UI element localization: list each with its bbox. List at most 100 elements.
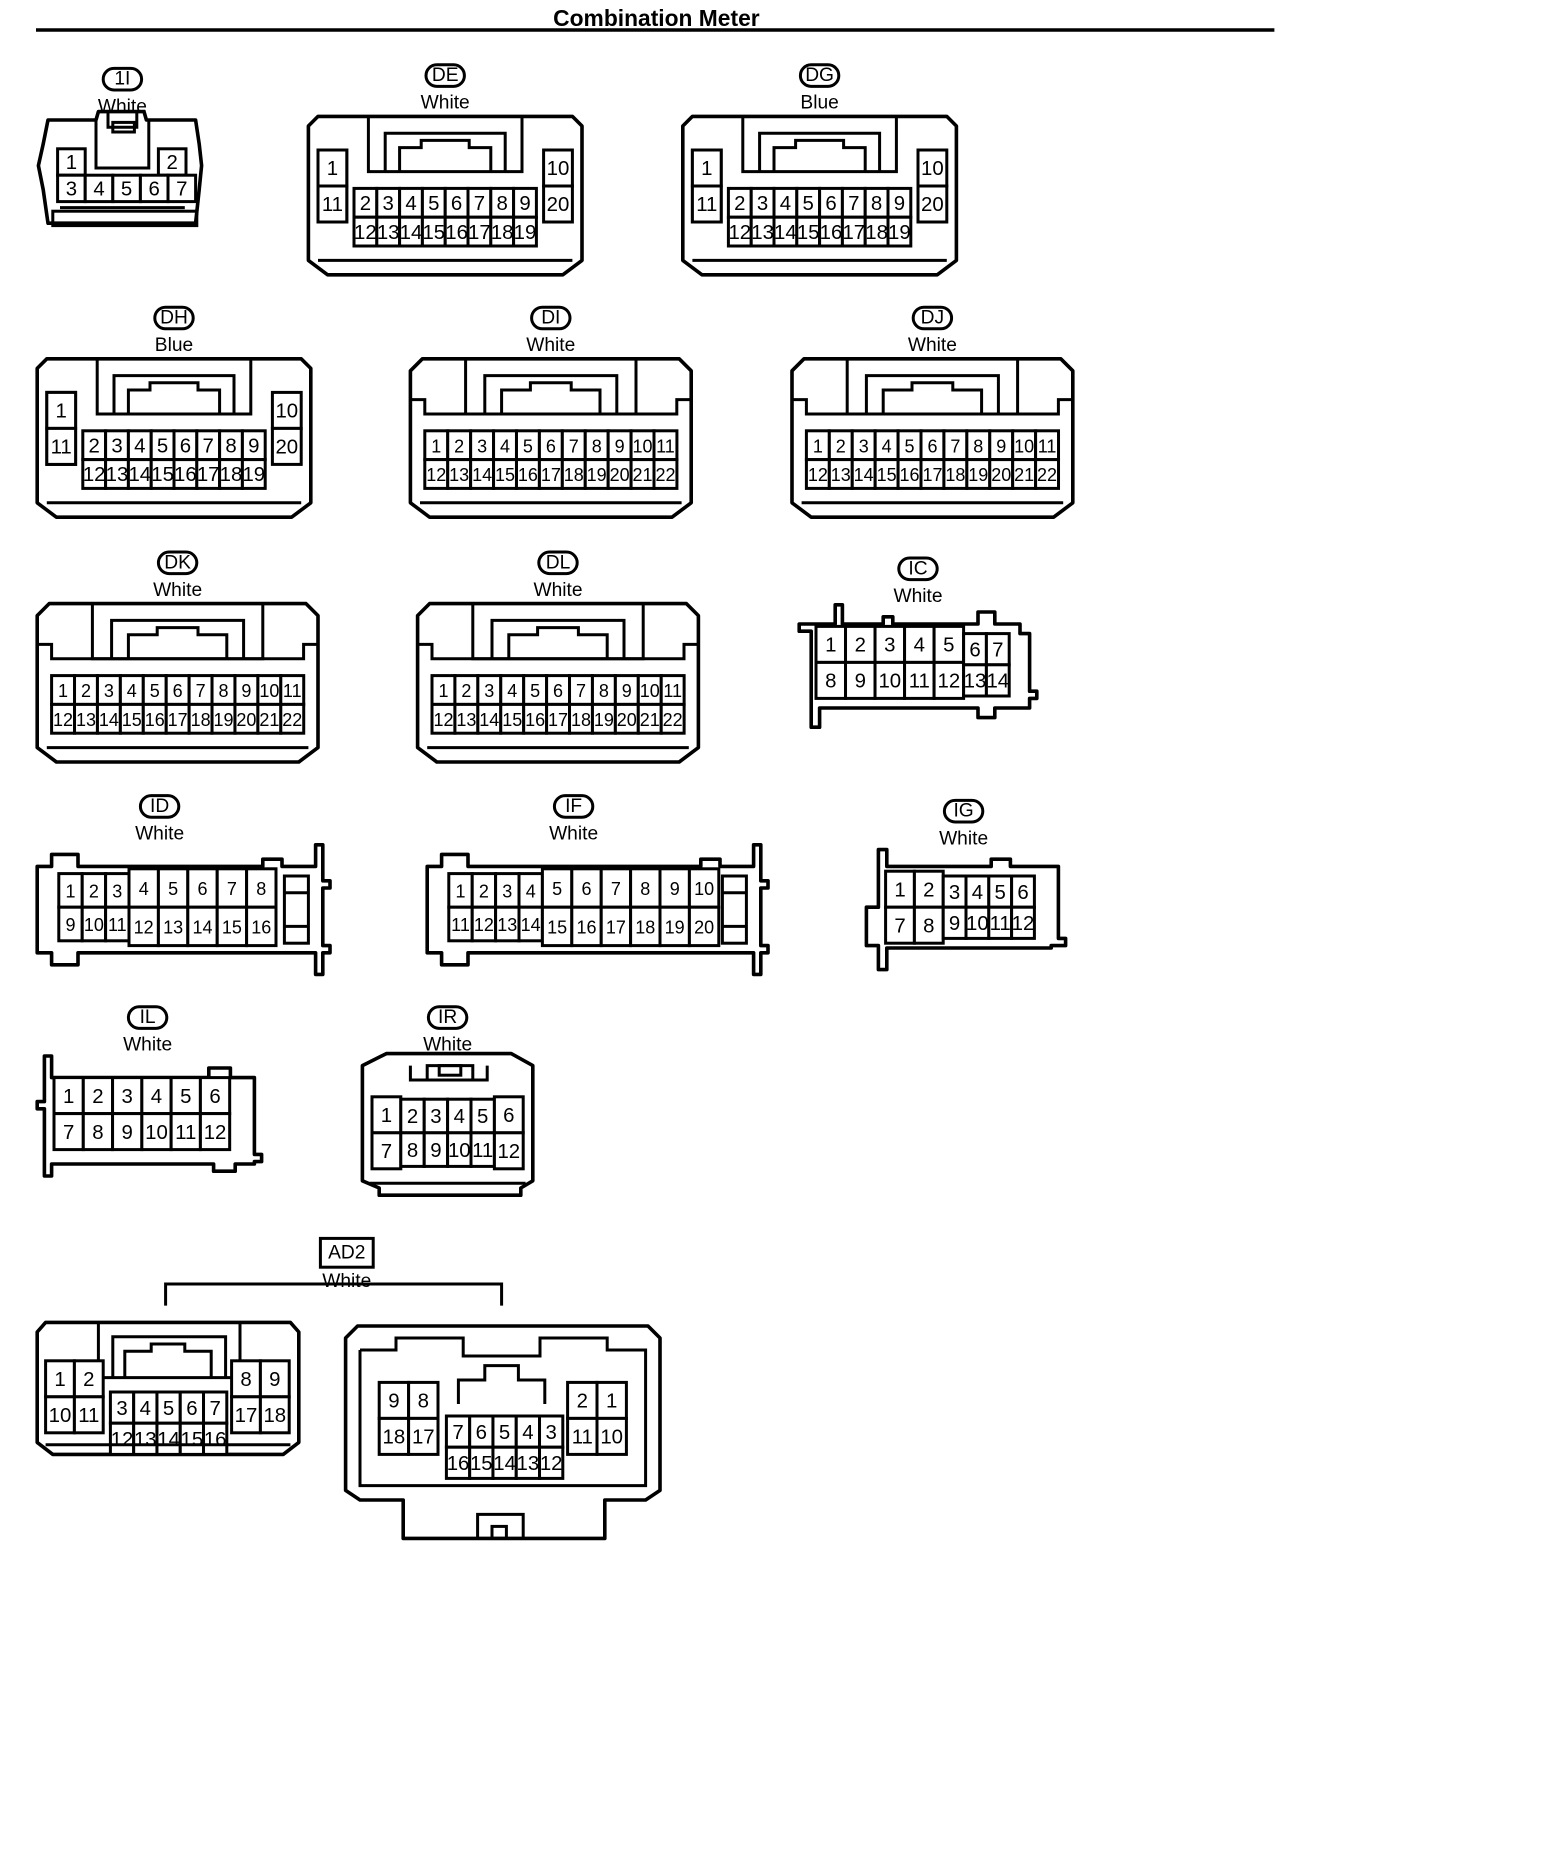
pin-number: 8 [640,879,650,899]
header: Combination Meter [36,5,1275,32]
pin-number: 20 [991,465,1011,485]
pin-number: 15 [222,918,242,938]
pin-number: 13 [831,465,851,485]
connector-color: Blue [155,335,193,356]
pin-number: 11 [663,681,682,701]
pin-number: 17 [235,1405,258,1427]
pin-number: 4 [134,435,145,457]
pin-number: 12 [540,1453,563,1475]
connector-code: ID [150,796,169,817]
pin-number: 8 [592,436,602,456]
pin-number: 18 [383,1427,406,1449]
pin-number: 5 [905,436,915,456]
pin-number: 14 [99,710,119,730]
pin-cavity [1010,905,1036,940]
pin-number: 8 [240,1369,251,1391]
pin-number: 2 [360,193,371,215]
connector-code-badge [530,305,572,331]
pin-number: 5 [168,879,178,899]
pin-number: 18 [564,465,584,485]
pin-number: 2 [407,1106,418,1128]
connector-color: White [533,580,582,601]
pin-number: 20 [236,710,256,730]
pin-number: 10 [640,681,660,701]
pin-cavity [316,148,349,188]
pin-number: 12 [728,222,751,244]
connector-code: DG [805,65,834,86]
pin-number: 11 [472,1140,493,1162]
pin-number: 6 [969,639,980,661]
connector-color: White [939,828,988,849]
pin-number: 12 [83,464,106,486]
latch-outline [37,642,319,661]
latch-outline [476,1512,525,1539]
connector-code: IC [908,558,927,579]
pin-number: 12 [204,1122,227,1144]
pin-number: 18 [635,918,655,938]
pin-number: 1 [701,158,712,180]
pin-number: 10 [84,915,104,935]
pin-number: 17 [606,918,626,938]
pin-cavity [202,1421,229,1456]
pin-number: 2 [855,635,866,657]
pin-cavity [984,663,1011,698]
pin-number: 17 [842,222,865,244]
pin-number: 2 [577,1391,588,1413]
pin-number: 11 [1038,436,1057,456]
pin-number: 4 [93,179,104,201]
connector-code-box [318,1236,375,1269]
latch-slot [282,874,310,945]
latch-outline [408,1065,489,1082]
pin-number: 3 [477,436,487,456]
latch-outline [111,1335,228,1378]
pin-number: 13 [497,915,517,935]
pin-cavity [687,867,721,909]
pin-number: 7 [196,681,206,701]
pin-number: 7 [569,436,579,456]
pin-number: 14 [479,710,499,730]
pin-cavity [690,184,723,224]
pin-cavity [542,148,574,188]
pin-number: 12 [354,222,377,244]
connector-code-badge [552,794,595,819]
pin-number: 1 [455,882,465,902]
latch-outline [358,1336,648,1488]
connector-code: IL [140,1007,156,1028]
pin-number: 4 [127,681,137,701]
pin-number: 14 [472,465,492,485]
connector-code-badge [798,63,841,88]
pin-number: 6 [180,435,191,457]
pin-number: 1 [63,1086,74,1108]
pin-number: 5 [523,436,533,456]
latch-outline [490,618,626,659]
pin-number: 10 [694,879,714,899]
pin-cavity [316,184,349,224]
pin-number: 15 [495,465,515,485]
pin-cavity [166,173,198,204]
latch-outline [366,116,524,174]
pin-number: 20 [921,194,944,216]
pin-number: 15 [181,1429,204,1451]
pin-number: 2 [461,681,471,701]
housing-part [111,120,136,134]
pin-number: 9 [248,435,259,457]
pin-cavity [45,426,78,466]
pin-number: 8 [92,1122,103,1144]
pin-number: 10 [259,681,279,701]
pin-cavity [687,905,721,948]
pin-number: 18 [865,222,888,244]
pin-number: 1 [65,882,75,902]
pin-number: 1 [606,1391,617,1413]
pin-number: 7 [176,179,187,201]
pin-number: 17 [468,222,491,244]
pin-number: 3 [66,179,77,201]
pin-number: 5 [180,1086,191,1108]
pin-number: 11 [51,437,72,459]
connector-color: White [526,335,575,356]
latch-outline [758,131,882,172]
